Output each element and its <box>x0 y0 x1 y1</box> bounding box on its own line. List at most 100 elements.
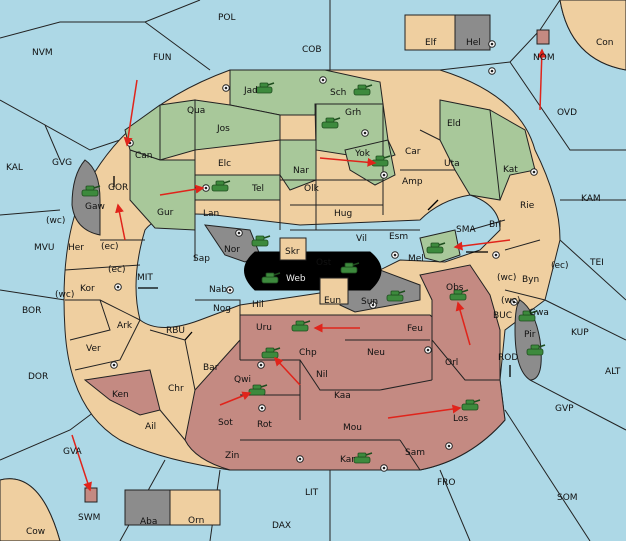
land-label-feu: Feu <box>407 324 423 334</box>
land-label-bri: Bri <box>489 220 501 230</box>
territory-gaw <box>71 159 101 236</box>
territory-nom-box <box>536 29 550 45</box>
sea-label-gva: GVA <box>63 447 83 457</box>
territory-orn-box <box>169 489 221 526</box>
land-label-web: Web <box>286 274 306 284</box>
land-label-los: Los <box>453 414 468 424</box>
sea-label-rbu: RBU <box>166 326 185 336</box>
land-label-nil: Nil <box>316 370 328 380</box>
connection-arrows <box>113 176 511 377</box>
land-label-kaa: Kaa <box>334 391 351 401</box>
sea-label-mit: MIT <box>137 273 153 283</box>
sea-label-swm: SWM <box>78 513 100 523</box>
land-label-ver: Ver <box>86 344 101 354</box>
land-label-olk: Olk <box>304 184 320 194</box>
territory-mel-green <box>419 229 461 263</box>
land-label-hel: Hel <box>466 38 481 48</box>
order-arrows <box>71 48 547 492</box>
land-territories <box>63 69 561 471</box>
land-label-her: Her <box>68 243 84 253</box>
sea-label-cob: COB <box>302 45 322 55</box>
sea-label-dor: DOR <box>28 372 48 382</box>
land-label-hug: Hug <box>334 209 352 219</box>
land-label-elc: Elc <box>218 159 231 169</box>
land-label-elf: Elf <box>425 38 437 48</box>
territory-web-black <box>244 251 382 291</box>
land-label-amp: Amp <box>402 177 423 187</box>
land-label-chp: Chp <box>299 348 317 358</box>
land-label-gaw: Gaw <box>85 202 105 212</box>
land-label-qwi: Qwi <box>234 375 251 385</box>
sea-label-dax: DAX <box>272 521 291 531</box>
sea-label-fro: FRO <box>437 478 456 488</box>
sea-label-lit: LIT <box>305 488 319 498</box>
land-label-grh: Grh <box>345 108 361 118</box>
sea-label-buc: BUC <box>493 311 512 321</box>
coast-label-ec-2: (ec) <box>108 265 126 275</box>
land-label-sam: Sam <box>405 448 425 458</box>
land-label-gwa: Gwa <box>529 308 549 318</box>
coast-label-wc-1: (wc) <box>46 216 65 226</box>
land-label-kat: Kat <box>503 165 518 175</box>
land-label-orn: Orn <box>188 516 204 526</box>
land-label-orl: Orl <box>445 358 458 368</box>
land-label-jad: Jad <box>243 86 258 96</box>
land-label-gur: Gur <box>157 208 174 218</box>
land-label-obs: Obs <box>446 283 464 293</box>
land-labels: Elf Hel Jad Sch Qua Grh Eld Jos Can Yok … <box>68 38 549 527</box>
land-label-nor: Nor <box>224 245 240 255</box>
sea-label-gvp: GVP <box>555 404 574 414</box>
territory-skr <box>279 237 307 261</box>
sea-label-con: Con <box>596 38 614 48</box>
land-label-gor: GOR <box>108 183 128 193</box>
territory-eun <box>319 277 349 305</box>
land-label-lan: Lan <box>203 209 219 219</box>
sea-label-kam: KAM <box>581 194 601 204</box>
land-label-sun: Sun <box>361 297 378 307</box>
sea-label-kup: KUP <box>571 328 589 338</box>
land-label-can: Can <box>135 151 153 161</box>
territory-swm-box <box>84 487 98 503</box>
land-label-eld: Eld <box>447 119 461 129</box>
land-label-pir: Pir <box>524 330 536 340</box>
sea-label-nom: NOM <box>533 53 555 63</box>
land-label-jos: Jos <box>216 124 230 134</box>
sea-label-som: SOM <box>557 493 578 503</box>
land-label-neu: Neu <box>367 348 385 358</box>
sea-label-rod: ROD <box>498 353 518 363</box>
sea-label-nvm: NVM <box>32 48 53 58</box>
sea-label-kal: KAL <box>6 163 23 173</box>
land-label-bar: Bar <box>203 363 219 373</box>
land-label-eun: Eun <box>324 296 341 306</box>
territory-ken <box>83 369 161 416</box>
land-label-aba: Aba <box>140 517 157 527</box>
sea-label-fun: FUN <box>153 53 172 63</box>
land-label-kor: Kor <box>80 284 95 294</box>
land-label-car: Car <box>405 147 421 157</box>
land-label-sap: Sap <box>193 254 210 264</box>
land-label-tel: Tel <box>251 184 264 194</box>
land-label-ark: Ark <box>117 321 133 331</box>
land-label-hil: Hil <box>252 300 264 310</box>
land-label-sot: Sot <box>218 418 233 428</box>
land-label-kar: Kar <box>340 455 355 465</box>
sea-label-tei: TEI <box>589 258 604 268</box>
land-label-ken: Ken <box>112 390 129 400</box>
land-label-byn: Byn <box>522 275 539 285</box>
territory-kat <box>489 109 536 201</box>
sea-label-ovd: OVD <box>557 108 577 118</box>
coast-label-wc-4: (wc) <box>501 296 520 306</box>
sea-label-pol: POL <box>218 13 236 23</box>
sea-label-cow: Cow <box>26 527 45 537</box>
sea-label-gvg: GVG <box>52 158 72 168</box>
land-label-mel: Mel <box>408 254 424 264</box>
land-label-ail: Ail <box>145 422 156 432</box>
land-label-yok: Yok <box>354 149 371 159</box>
territory-hel-box <box>454 14 491 51</box>
sea-label-bor: BOR <box>22 306 41 316</box>
sea-label-alt: ALT <box>605 367 621 377</box>
land-label-sch: Sch <box>330 88 346 98</box>
